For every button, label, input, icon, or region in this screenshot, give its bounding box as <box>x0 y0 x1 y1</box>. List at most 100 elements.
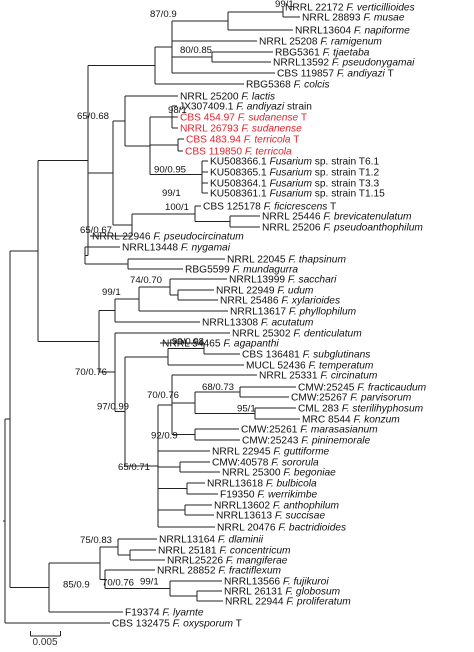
taxon-strain: NRRL 28893 <box>302 13 363 24</box>
taxon-strain: NRRL13566 <box>224 577 283 588</box>
taxon-strain: JX307409.1 <box>179 102 236 113</box>
taxon-species: F. bactridioides <box>278 523 346 534</box>
support-value: 92/0.9 <box>151 431 178 442</box>
taxon-strain: MRC 8544 <box>302 415 354 426</box>
taxon-strain: RBG5599 <box>185 265 233 276</box>
taxon-suffix: T <box>233 619 242 630</box>
support-value: 95/1 <box>237 404 256 415</box>
taxon-label: F19374 F. lyarnte <box>125 608 204 619</box>
taxon-label: NRRL 25208 F. ramigenum <box>259 37 382 48</box>
taxon-suffix: sp. strain T3.3 <box>312 179 380 190</box>
taxon-strain: NRRL 26131 <box>224 587 285 598</box>
taxon-label: KU508366.1 Fusarium sp. strain T6.1 <box>210 157 379 168</box>
taxon-species: F. udum <box>277 286 314 297</box>
support-value: 80/0.85 <box>180 45 212 56</box>
taxon-strain: CBS 483.94 <box>186 135 244 146</box>
taxon-strain: KU508361.1 <box>210 189 269 200</box>
taxon-species: F. lyarnte <box>162 608 203 619</box>
taxon-strain: NRRL 25486 <box>220 296 281 307</box>
taxon-species: F. konzum <box>354 415 401 426</box>
taxon-label: NRRL 26793 F. sudanense <box>180 124 302 135</box>
taxon-label: NRRL13617 F. phyllophilum <box>230 307 357 318</box>
taxon-label: NRRL 25206 F. pseudoanthophilum <box>262 223 423 234</box>
taxon-species: F. sterilihyphosum <box>342 404 424 415</box>
taxon-strain: NRRL 22949 <box>216 286 277 297</box>
support-value: 99/1 <box>162 188 181 199</box>
taxon-species: F. temperatum <box>308 361 373 372</box>
taxon-strain: NRRL 22945 <box>212 447 273 458</box>
taxon-label: NRRL 25181 F. concentricum <box>158 546 291 557</box>
taxon-label: NRRL 54465 F. agapanthi <box>162 339 279 350</box>
taxon-strain: NRRL13602 <box>214 501 273 512</box>
taxon-species: F. nygamai <box>181 243 231 254</box>
taxon-label: NRRL 25446 F. brevicatenulatum <box>262 212 412 223</box>
taxon-species: F. agapanthi <box>223 339 279 350</box>
taxon-strain: NRRL13999 <box>229 275 288 286</box>
taxon-strain: KU508365.1 <box>210 168 269 179</box>
taxon-label: KU508361.1 Fusarium sp. strain T1.15 <box>210 189 385 200</box>
taxon-species: F. napiforme <box>354 26 410 37</box>
taxon-species: F. brevicatenulatum <box>323 212 412 223</box>
support-value: 65/0.67 <box>80 225 112 236</box>
taxon-strain: NRRL 28852 <box>157 566 218 577</box>
taxon-label: NRRL 22944 F. proliferatum <box>225 597 351 608</box>
taxon-species: F. sudanense <box>241 124 302 135</box>
taxon-strain: RBG5368 <box>246 80 294 91</box>
taxon-strain: NRRL13618 <box>207 479 266 490</box>
taxon-species: F. marasasianum <box>300 425 378 436</box>
taxon-species: F. xylarioides <box>281 296 340 307</box>
taxon-label: CMW:25267 F. parvisorum <box>291 393 412 404</box>
taxon-label: NRRL13618 F. bulbicola <box>207 479 317 490</box>
taxon-species: F. fractiflexum <box>218 566 281 577</box>
taxon-label: CBS 454.97 F. sudanense T <box>180 113 307 124</box>
taxon-label: JX307409.1 F. andiyazi strain <box>179 102 312 113</box>
taxon-species: F. pseudocircinatum <box>153 232 244 243</box>
taxon-suffix: T <box>327 202 336 213</box>
taxon-label: NRRL13602 F. anthophilum <box>214 501 339 512</box>
taxon-strain: NRRL 25206 <box>262 223 323 234</box>
taxon-label: NRRL 22045 F. thapsinum <box>227 255 346 266</box>
taxon-label: NRRL 28893 F. musae <box>302 13 405 24</box>
taxon-suffix: T <box>298 113 307 124</box>
support-value: 99/1 <box>275 0 294 10</box>
taxon-species: F. parvisorum <box>350 393 411 404</box>
taxon-label: CMW:25261 F. marasasianum <box>241 425 378 436</box>
taxon-species: F. phyllophilum <box>289 307 357 318</box>
taxon-strain: CBS 454.97 <box>180 113 238 124</box>
taxon-species: F. andiyazi <box>236 102 285 113</box>
taxon-label: NRRL 22172 F. verticillioides <box>285 3 415 14</box>
support-value: 75/0.83 <box>80 535 112 546</box>
taxon-strain: NRRL 25181 <box>158 546 219 557</box>
taxon-label: CMW:25245 F. fracticaudum <box>298 383 427 394</box>
taxon-species: F. concentricum <box>219 546 291 557</box>
taxon-suffix: strain <box>284 102 312 113</box>
taxon-label: RBG5599 F. mundagurra <box>185 265 298 276</box>
taxon-label: RBG5361 F. tjaetaba <box>275 48 370 59</box>
taxon-strain: CML 283 <box>298 404 342 415</box>
taxon-strain: CMW:40578 <box>212 458 271 469</box>
taxon-strain: NRRL 22172 <box>285 3 346 14</box>
taxon-species: F. tjaetaba <box>323 48 370 59</box>
taxon-strain: F19350 <box>220 490 257 501</box>
taxon-strain: KU508366.1 <box>210 157 269 168</box>
taxon-species: F. anthophilum <box>273 501 340 512</box>
taxon-label: NRRL13164 F. dlaminii <box>159 535 264 546</box>
taxon-label: CBS 125178 F. ficicrescens T <box>203 202 336 213</box>
taxon-species: F. sororula <box>271 458 319 469</box>
support-value: 98/1 <box>168 105 187 116</box>
taxon-species: F. sacchari <box>288 275 337 286</box>
taxon-label: F19350 F. werrikimbe <box>220 490 318 501</box>
support-value: 65/0.68 <box>77 111 109 122</box>
taxon-species: F. terricola <box>245 147 292 158</box>
taxon-species: F. guttiforme <box>273 447 329 458</box>
taxon-suffix: T <box>385 69 394 80</box>
taxon-strain: CMW:25261 <box>241 425 300 436</box>
taxon-species: F. sudanense <box>238 113 299 124</box>
taxon-label: CBS 119850 F. terricola <box>185 147 292 158</box>
taxon-species: F. werrikimbe <box>257 490 317 501</box>
taxon-strain: NRRL13592 <box>273 58 332 69</box>
scale-bar: 0.005 <box>30 631 61 648</box>
taxon-suffix: sp. strain T1.15 <box>312 189 385 200</box>
taxon-species: F. succisae <box>275 511 326 522</box>
